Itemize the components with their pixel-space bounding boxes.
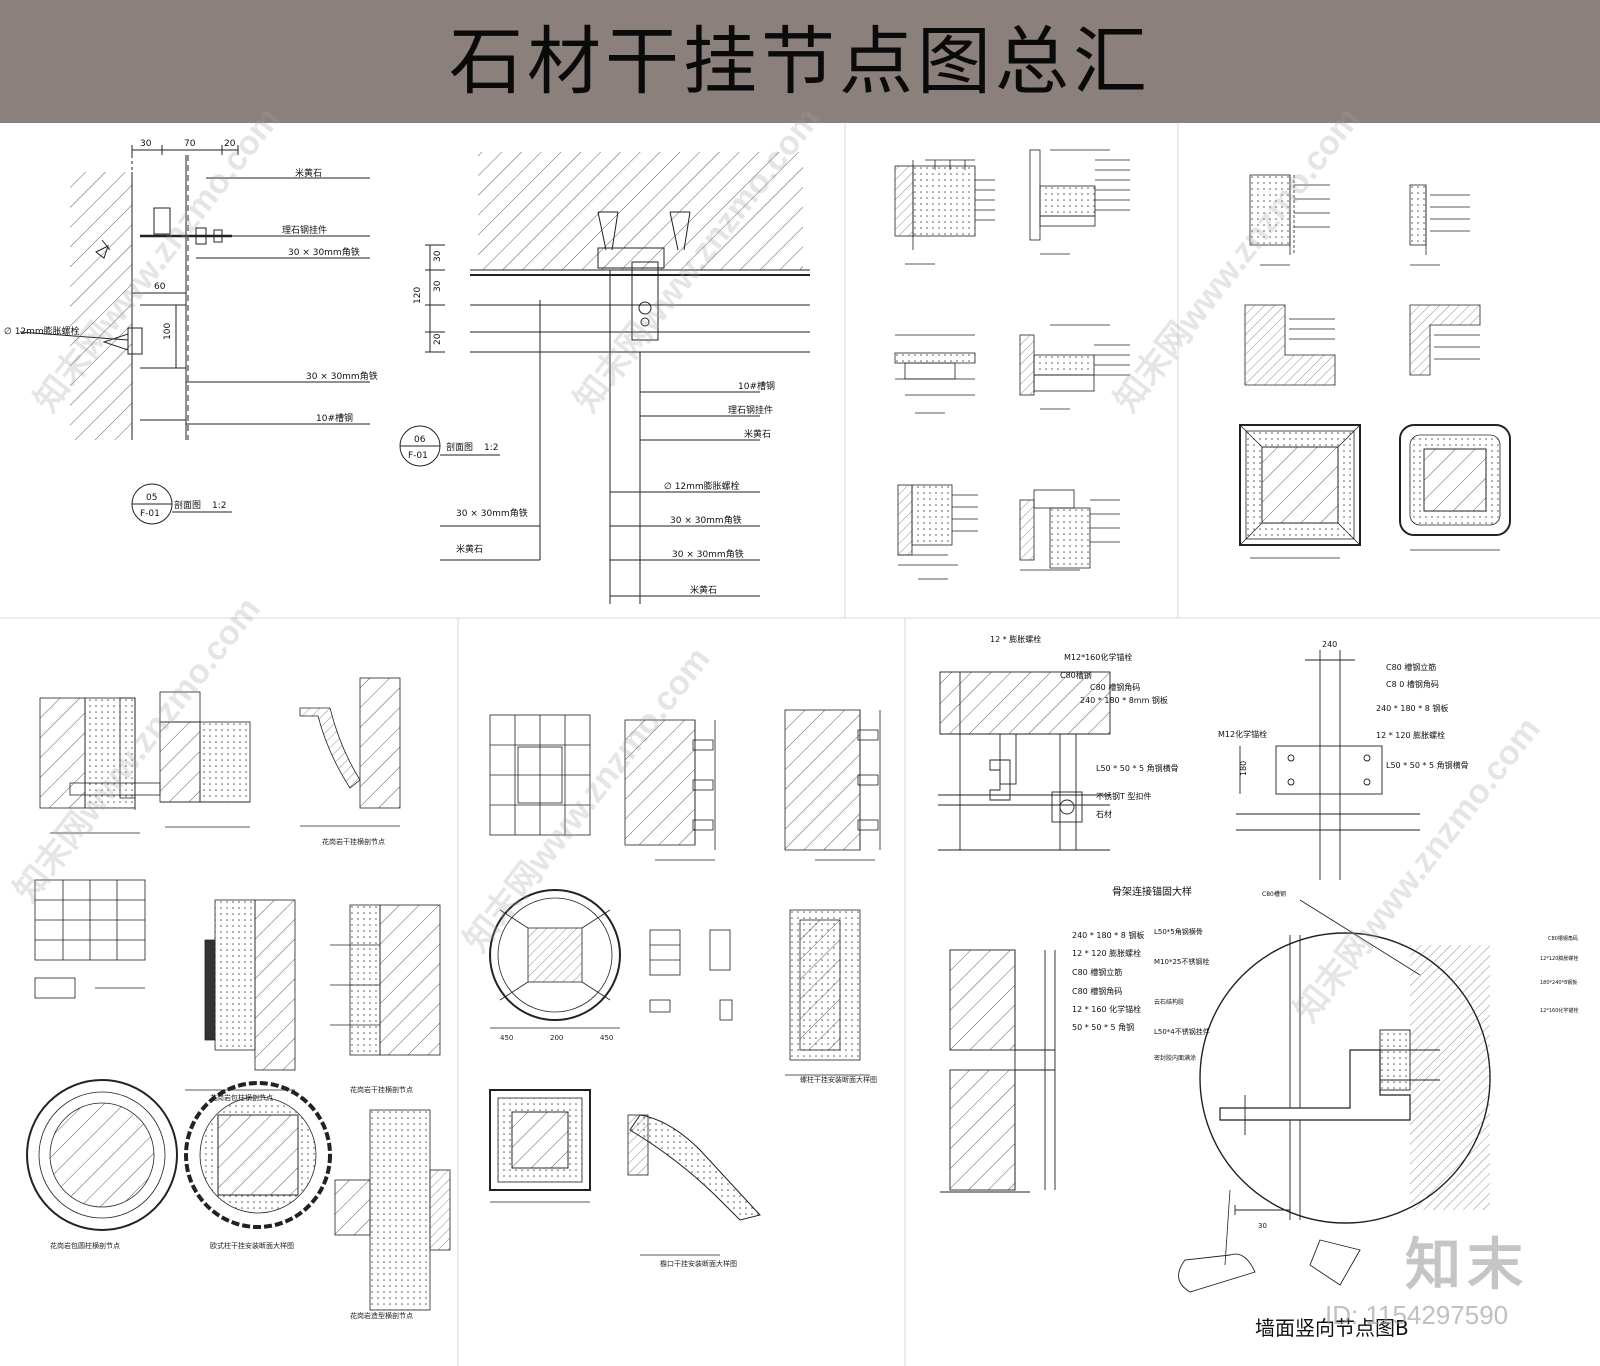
title-banner: 石材干挂节点图总汇 bbox=[0, 0, 1600, 123]
dim-180: 180 bbox=[1239, 761, 1248, 776]
brand-logo: 知末 bbox=[1405, 1233, 1529, 1298]
caption-round-column: 花岗岩包圆柱横剖节点 bbox=[50, 1241, 120, 1250]
label-mihuangshi: 米黄石 bbox=[295, 167, 322, 179]
page-title: 石材干挂节点图总汇 bbox=[449, 19, 1151, 105]
label-bolt: ∅ 12mm膨胀螺栓 bbox=[4, 325, 80, 337]
section-caption: 剖面图 bbox=[174, 499, 201, 511]
label-expansion-l: 12 * 120 膨胀螺栓 bbox=[1072, 948, 1141, 958]
caption-granite-1: 花岗岩干挂横剖节点 bbox=[322, 837, 385, 846]
panel-bottom-left-captions: 花岗岩干挂横剖节点 花岗岩包柱横剖节点 花岗岩干挂横剖节点 花岗岩包圆柱横剖节点… bbox=[50, 837, 413, 1320]
dim-100: 100 bbox=[163, 323, 173, 340]
dim-30: 30 bbox=[140, 139, 152, 149]
detail-06-text: 30 30 120 20 10#槽钢 理石钢挂件 米黄石 ∅ 12mm膨胀螺栓 … bbox=[408, 250, 775, 596]
dim-60: 60 bbox=[154, 282, 166, 292]
circle-angle-rib: L50*5角钢横骨 bbox=[1154, 927, 1203, 936]
dim-200: 200 bbox=[550, 1034, 563, 1042]
tag-sheet: F-01 bbox=[408, 451, 428, 461]
label-c80-stud: C80 槽钢立筋 bbox=[1386, 662, 1436, 672]
dim-450-right: 450 bbox=[600, 1034, 613, 1042]
section-scale: 1:2 bbox=[484, 443, 498, 453]
label-angle-3: 30 × 30mm角铁 bbox=[672, 548, 744, 560]
circle-chem-anchor: 12*160化学锚栓 bbox=[1540, 1007, 1578, 1014]
circle-c80-channel: C80槽钢 bbox=[1262, 890, 1286, 898]
label-expansion-bolt: 12 * 膨胀螺栓 bbox=[990, 634, 1041, 644]
detail-05-drawing bbox=[19, 145, 370, 525]
label-hanger: 理石钢挂件 bbox=[282, 224, 327, 236]
label-expansion-r: 12 * 120 膨胀螺栓 bbox=[1376, 730, 1445, 740]
dim-30-a: 30 bbox=[433, 250, 443, 262]
wall-vertical-node-caption: 墙面竖向节点图B bbox=[1255, 1316, 1409, 1340]
label-c80-bracket: C80 槽钢角码 bbox=[1090, 682, 1140, 692]
detail-06-drawing bbox=[399, 152, 810, 604]
panel-bottom-mid bbox=[489, 709, 881, 1256]
dim-240: 240 bbox=[1322, 640, 1337, 649]
dim-20: 20 bbox=[433, 333, 443, 345]
caption-euro-column: 欧式柱干挂安装断面大样图 bbox=[210, 1241, 294, 1250]
dim-30-b: 30 bbox=[433, 280, 443, 292]
label-steel-plate: 240 * 180 * 8mm 钢板 bbox=[1080, 695, 1168, 705]
circle-bolt: M10*25不锈钢栓 bbox=[1154, 957, 1209, 966]
circle-hanger: L50*4不锈钢挂件 bbox=[1154, 1027, 1210, 1036]
label-stone: 石材 bbox=[1096, 809, 1112, 819]
label-c80-stud-l: C80 槽钢立筋 bbox=[1072, 967, 1122, 977]
dim-120: 120 bbox=[413, 287, 423, 304]
label-angle-r: L50 * 50 * 5 角钢横骨 bbox=[1386, 760, 1469, 770]
section-caption: 剖面图 bbox=[446, 441, 473, 453]
tag-number: 05 bbox=[146, 493, 157, 503]
circle-plate: 180*240*8钢板 bbox=[1540, 979, 1577, 986]
tag-number: 06 bbox=[414, 435, 426, 445]
dim-70: 70 bbox=[184, 139, 196, 149]
panel-bottom-left bbox=[26, 677, 451, 1311]
label-m12-anchor: M12化学锚栓 bbox=[1218, 729, 1267, 739]
circle-sealant: 密封胶内面满涂 bbox=[1154, 1054, 1196, 1062]
label-angle-2: 30 × 30mm角铁 bbox=[306, 370, 378, 382]
panel-bottom-right-text: 12 * 膨胀螺栓 M12*160化学锚栓 C80槽钢 C80 槽钢角码 240… bbox=[990, 634, 1578, 1230]
panel-4-sections bbox=[1239, 174, 1511, 559]
section-scale: 1:2 bbox=[212, 501, 226, 511]
label-chemical-anchor: M12*160化学锚栓 bbox=[1064, 652, 1132, 662]
label-angle-rib: L50 * 50 * 5 角钢横骨 bbox=[1096, 763, 1179, 773]
label-plate-l: 240 * 180 * 8 钢板 bbox=[1072, 930, 1144, 940]
label-mihuangshi-2: 米黄石 bbox=[456, 543, 483, 555]
dim-20: 20 bbox=[224, 139, 236, 149]
label-channel: 10#槽钢 bbox=[738, 380, 775, 392]
label-hanger: 理石钢挂件 bbox=[728, 404, 773, 416]
anchor-detail-title: 骨架连接锚固大样 bbox=[1112, 885, 1192, 898]
brand-id: ID: 1154297590 bbox=[1325, 1300, 1509, 1330]
label-mihuangshi-3: 米黄石 bbox=[690, 584, 717, 596]
label-angle-1: 30 × 30mm角铁 bbox=[288, 246, 360, 258]
dim-30: 30 bbox=[1258, 1222, 1267, 1230]
label-angle-2: 30 × 30mm角铁 bbox=[670, 514, 742, 526]
caption-eaves: 檐口干挂安装断面大样图 bbox=[660, 1259, 737, 1268]
caption-granite-shape: 花岗岩造型横剖节点 bbox=[350, 1311, 413, 1320]
label-angle-l: 50 * 50 * 5 角钢 bbox=[1072, 1022, 1134, 1032]
circle-c80-bracket: C80槽钢角码 bbox=[1548, 935, 1578, 942]
label-c80-channel: C80槽钢 bbox=[1060, 670, 1092, 680]
label-plate-r: 240 * 180 * 8 钢板 bbox=[1376, 703, 1448, 713]
circle-expansion: 12*120膨胀螺栓 bbox=[1540, 955, 1578, 962]
label-angle-1: 30 × 30mm角铁 bbox=[456, 507, 528, 519]
label-channel: 10#槽钢 bbox=[316, 412, 353, 424]
panel-bottom-mid-text: 450 200 450 螺柱干挂安装断面大样图 檐口干挂安装断面大样图 bbox=[500, 1034, 877, 1268]
circle-adhesive: 云石结构胶 bbox=[1154, 998, 1184, 1006]
label-mihuangshi-1: 米黄石 bbox=[744, 428, 771, 440]
label-t-clip: 不锈钢T 型扣件 bbox=[1096, 791, 1151, 801]
label-c80-bracket-l: C80 槽钢角码 bbox=[1072, 986, 1122, 996]
panel-dividers bbox=[0, 123, 1600, 1366]
label-c80-bracket-r: C8 0 槽钢角码 bbox=[1386, 679, 1439, 689]
tag-sheet: F-01 bbox=[140, 509, 160, 519]
label-bolt: ∅ 12mm膨胀螺栓 bbox=[664, 480, 740, 492]
label-chem-anchor-l: 12 * 160 化学锚栓 bbox=[1072, 1004, 1141, 1014]
dim-450-left: 450 bbox=[500, 1034, 513, 1042]
caption-granite-column: 花岗岩包柱横剖节点 bbox=[210, 1093, 273, 1102]
panel-3-sections bbox=[894, 149, 1130, 580]
caption-granite-2: 花岗岩干挂横剖节点 bbox=[350, 1085, 413, 1094]
caption-stud: 螺柱干挂安装断面大样图 bbox=[800, 1075, 877, 1084]
detail-05-text: 30 70 20 60 100 米黄石 理石钢挂件 30 × 30mm角铁 ∅ … bbox=[4, 139, 378, 519]
panel-bottom-right-drawing bbox=[938, 650, 1491, 1293]
